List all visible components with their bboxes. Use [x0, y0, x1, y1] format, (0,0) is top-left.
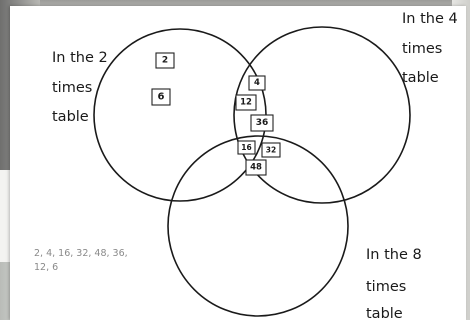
label-2-line3: table [52, 109, 89, 125]
svg-text:2: 2 [162, 56, 168, 66]
svg-text:48: 48 [250, 163, 262, 173]
number-card-32: 32 [262, 143, 280, 157]
label-8-line3: table [366, 306, 403, 320]
number-card-4: 4 [249, 76, 265, 90]
label-4-line1: In the 4 [402, 11, 458, 27]
svg-text:12: 12 [240, 98, 252, 108]
svg-text:36: 36 [256, 118, 269, 128]
number-list-line2: 12, 6 [34, 262, 58, 273]
number-list-line1: 2, 4, 16, 32, 48, 36, [34, 248, 128, 259]
number-card-12: 12 [236, 95, 256, 110]
svg-text:32: 32 [266, 146, 276, 155]
number-card-2: 2 [156, 53, 174, 68]
number-card-36: 36 [251, 115, 273, 131]
svg-text:6: 6 [158, 92, 165, 103]
svg-text:4: 4 [254, 78, 260, 88]
circle-2-times-table [94, 29, 266, 201]
svg-text:16: 16 [241, 143, 251, 152]
label-2-line1: In the 2 [52, 50, 108, 66]
label-8-line1: In the 8 [366, 247, 422, 263]
label-8-line2: times [366, 279, 406, 295]
number-card-6: 6 [152, 89, 170, 105]
label-4-line2: times [402, 41, 442, 57]
label-2-line2: times [52, 80, 92, 96]
label-4-line3: table [402, 70, 439, 86]
number-card-16: 16 [238, 141, 255, 154]
number-card-48: 48 [246, 160, 266, 175]
